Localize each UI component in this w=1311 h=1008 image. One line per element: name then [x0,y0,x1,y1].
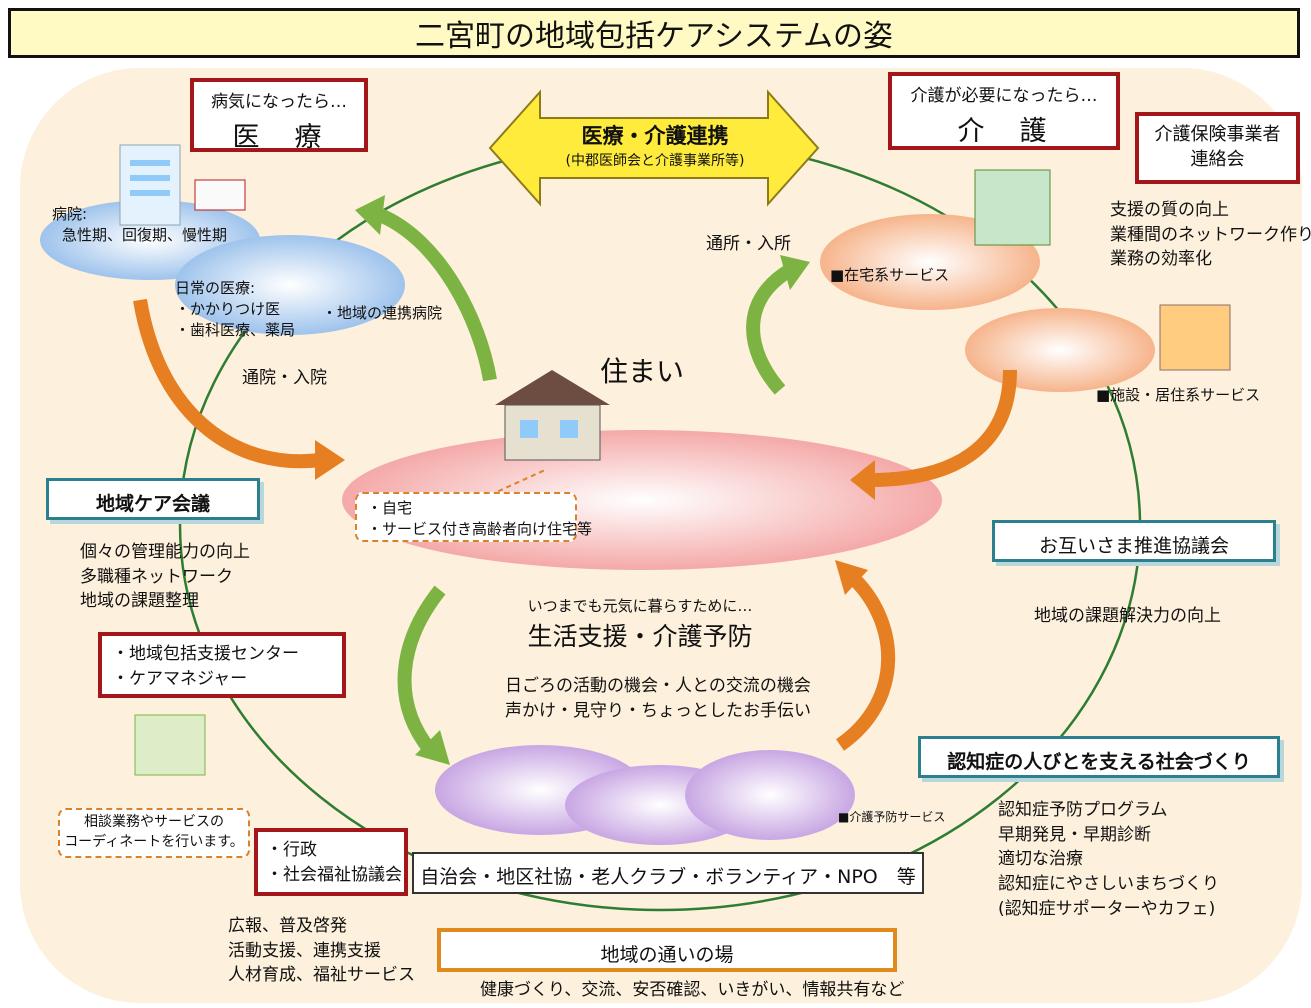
gathering-desc: 健康づくり、交流、安否確認、いきがい、情報共有など [480,980,905,1000]
life-item-1: 日ごろの活動の機会・人との交流の機会 [505,676,811,696]
community-meeting-item-2: 多職種ネットワーク [80,566,233,587]
support-note-line-1: 相談業務やサービスの [84,814,224,830]
community-meeting-item-1: 個々の管理能力の向上 [80,542,250,562]
hospital-text: 病院: 急性期、回復期、慢性期 [52,204,227,246]
council-items: 支援の質の向上 業種間のネットワーク作り 業務の効率化 [1110,198,1311,272]
housing-item-2: ・サービス付き高齢者向け住宅等 [367,520,593,538]
commute-label: 通院・入院 [242,368,327,388]
hospital-label: 病院: [52,205,88,223]
daily-medical-label: 日常の医療: [175,279,256,297]
community-meeting-item-3: 地域の課題整理 [80,591,199,612]
dementia-item-4: 認知症にやさしいまちづくり [998,873,1219,894]
collab-text: 医療・介護連携 (中郡医師会と介護事業所等) [520,120,790,170]
arrow-medical-to-home [133,298,321,469]
mutual-desc: 地域の課題解決力の向上 [1034,606,1221,626]
care-lead: 介護が必要になったら… [910,86,1098,106]
dementia-box: 認知症の人びとを支える社会づくり [918,736,1280,778]
housing-title: 住まい [600,355,685,388]
council-box: 介護保険事業者 連絡会 [1135,112,1300,184]
facility-ellipse [965,308,1155,392]
council-item-2: 業種間のネットワーク作り [1110,224,1311,245]
facility-service-label: ■施設・居住系サービス [1096,386,1261,404]
clinic-ellipse [175,235,405,335]
care-heading: 介 護 [957,115,1051,147]
collab-arrow [488,89,820,207]
council-item-3: 業務の効率化 [1110,249,1212,270]
arrow-home-to-life [397,585,446,755]
gathering-box: 地域の通いの場 [437,928,897,972]
medical-box: 病気になったら… 医 療 [190,78,368,153]
collab-title: 医療・介護連携 [581,124,729,148]
support-center-item-1: ・地域包括支援センター [112,644,299,664]
housing-callout: ・自宅 ・サービス付き高齢者向け住宅等 [355,492,593,542]
council-item-1: 支援の質の向上 [1110,200,1229,220]
council-label-2: 連絡会 [1190,149,1245,171]
care-box: 介護が必要になったら… 介 護 [888,72,1120,150]
medical-heading: 医 療 [232,121,326,153]
arrow-home-to-care [746,264,794,395]
hospital-types: 急性期、回復期、慢性期 [62,226,228,244]
support-note-line-2: コーディネートを行います。 [64,833,244,850]
prevention-ellipse-3 [685,750,855,840]
prevention-service-label: ■介護予防サービス [838,810,946,824]
community-meeting-box: 地域ケア会議 [46,478,260,520]
dementia-item-2: 早期発見・早期診断 [998,824,1151,845]
life-items: 日ごろの活動の機会・人との交流の機会 声かけ・見守り・ちょっとしたお手伝い [505,674,811,723]
dementia-items: 認知症予防プログラム 早期発見・早期診断 適切な治療 認知症にやさしいまちづくり… [998,798,1219,921]
dementia-item-3: 適切な治療 [998,849,1083,870]
dementia-item-5: (認知症サポーターやカフェ) [998,898,1216,919]
medical-lead: 病気になったら… [211,92,347,112]
page-title: 二宮町の地域包括ケアシステムの姿 [8,8,1300,58]
life-item-2: 声かけ・見守り・ちょっとしたお手伝い [505,700,811,721]
daily-medical-text: 日常の医療: ・かかりつけ医 ・歯科医療、薬局 [175,278,295,341]
admin-desc-3: 人材育成、福祉サービス [228,965,415,986]
center-building [134,714,206,776]
community-meeting-items: 個々の管理能力の向上 多職種ネットワーク 地域の課題整理 [80,540,250,614]
support-center-box: ・地域包括支援センター ・ケアマネジャー [98,632,346,698]
facility-building [1159,304,1231,371]
arrow-life-to-home [835,569,896,751]
hospital-illustration [119,144,246,226]
admin-desc: 広報、普及啓発 活動支援、連携支援 人材育成、福祉サービス [228,914,415,988]
council-label-1: 介護保険事業者 [1154,124,1281,145]
daily-medical-item-2: ・歯科医療、薬局 [175,321,296,339]
support-center-item-2: ・ケアマネジャー [112,668,248,689]
admin-item-1: ・行政 [266,840,317,860]
home-service-label: ■在宅系サービス [830,266,950,284]
support-center-note: 相談業務やサービスの コーディネートを行います。 [58,808,250,858]
orgs-box: 自治会・地区社協・老人クラブ・ボランティア・NPO 等 [412,852,924,894]
admin-box: ・行政 ・社会福祉協議会 [254,828,408,896]
daily-medical-item-1: ・かかりつけ医 [175,300,281,318]
arrow-care-to-home [869,369,1017,487]
linked-hospital: ・地域の連携病院 [322,304,443,322]
admin-desc-2: 活動支援、連携支援 [228,940,381,961]
life-support-text: いつまでも元気に暮らすために… 生活支援・介護予防 [470,596,810,653]
life-lead: いつまでも元気に暮らすために… [527,597,753,615]
admin-desc-1: 広報、普及啓発 [228,916,347,936]
arrow-home-to-medical [377,208,497,382]
collab-sub: (中郡医師会と介護事業所等) [565,153,745,169]
mutual-council-box: お互いさま推進協議会 [992,520,1276,562]
visit-label: 通所・入所 [706,234,791,254]
admin-item-2: ・社会福祉協議会 [266,864,402,885]
house-illustration [495,370,610,461]
housing-item-1: ・自宅 [367,499,413,517]
life-title: 生活支援・介護予防 [527,622,753,651]
care-building [974,169,1051,246]
dementia-item-1: 認知症予防プログラム [998,800,1168,820]
